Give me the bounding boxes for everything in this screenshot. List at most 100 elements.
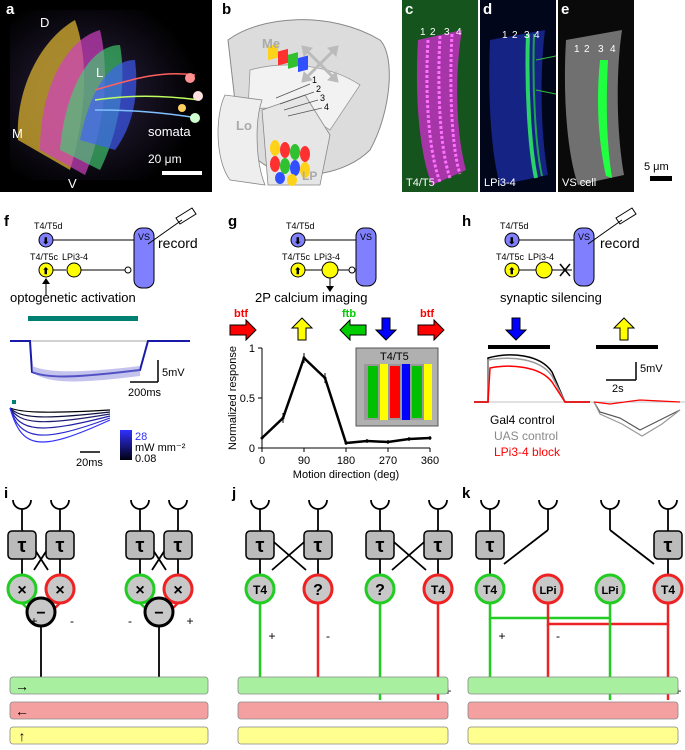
c-layer-4: 4 (456, 27, 462, 38)
opto-dose-traces (9, 407, 111, 443)
output-bar-i-0 (9, 676, 209, 695)
legend-lpi-block: LPi3-4 block (494, 445, 561, 459)
h-t4t5d-label: T4/T5d (500, 221, 529, 231)
c-layer-3: 3 (444, 27, 450, 38)
k-t4-node-label: T4 (483, 583, 497, 597)
photoreceptor-icon (428, 499, 448, 510)
sign-label: - (326, 629, 330, 643)
h-arrow-up-icon (612, 317, 636, 341)
output-bar-k-2 (467, 726, 679, 745)
output-bar-j-1 (237, 701, 449, 720)
scale-bar-e (650, 176, 672, 181)
tau-label: τ (56, 535, 65, 557)
lobula-label: Lo (236, 118, 252, 133)
sign-label: + (30, 614, 37, 628)
stimulus-direction-arrows: btf ftb btf (229, 308, 445, 342)
photoreceptor-icon (12, 499, 32, 510)
dorsal-label: D (40, 15, 49, 30)
panel-g-label: g (228, 213, 237, 230)
x-tick-label: 0 (259, 455, 265, 467)
svg-text:⬆: ⬆ (294, 266, 302, 276)
tau-label: τ (376, 535, 385, 557)
sign-label: - (128, 614, 132, 628)
mult-node-label: × (55, 582, 64, 599)
k-lpi-node-2-label: LPi (601, 585, 618, 597)
tau-label: τ (174, 535, 183, 557)
lpi-block-trace (474, 365, 590, 403)
data-point (365, 439, 369, 443)
k-lpi-node-label: LPi (539, 585, 556, 597)
x-axis-label: Motion direction (deg) (293, 469, 399, 481)
photoreceptor-icon (168, 499, 188, 510)
gal4-trace (474, 354, 590, 403)
arrow-left-icon (339, 318, 367, 342)
panel-h-label: h (462, 213, 471, 230)
btf-label-right: btf (420, 308, 434, 320)
h-method-label: synaptic silencing (500, 290, 602, 305)
lpi-stain (525, 33, 538, 179)
mult-node-label: × (17, 582, 26, 599)
unknown-node-label: ? (313, 582, 323, 599)
legend-gal4: Gal4 control (490, 413, 555, 427)
c-layer-1: 1 (420, 27, 426, 38)
vs-cell-stain (598, 60, 612, 178)
medial-label: M (12, 126, 23, 141)
sign-label: - (70, 614, 74, 628)
data-point (407, 437, 411, 441)
output-bar-i-1 (9, 701, 209, 720)
lobula-plate-columns (268, 43, 310, 186)
circuit-models: i j k ττττ××−××−+--+ττττT4??T4+--+ττT4LP… (4, 485, 684, 745)
lateral-label: L (96, 65, 103, 80)
dose-colorbar (120, 430, 132, 460)
output-bar-j-2 (237, 726, 449, 745)
layer-4-label: 4 (324, 102, 329, 112)
photoreceptor-icon (538, 499, 558, 510)
sign-label: + (498, 629, 505, 643)
panel-e-caption: VS cell (562, 177, 596, 189)
panel-d-caption: LPi3-4 (484, 177, 516, 189)
photoreceptor-icon (308, 499, 328, 510)
h-t4t5c-label: T4/T5c (496, 252, 525, 262)
photoreceptor-icon (50, 499, 70, 510)
t4-node-2-label: T4 (431, 583, 445, 597)
k-t4-node-2-label: T4 (661, 583, 675, 597)
output-bar-k-0 (467, 676, 679, 695)
x-tick-label: 270 (379, 455, 397, 467)
svg-text:⬇: ⬇ (42, 236, 50, 246)
photoreceptor-icon (130, 499, 150, 510)
lobula-plate-label: LP (302, 169, 317, 183)
stimulus-bar (28, 316, 138, 321)
y-axis-label: Normalized response (227, 346, 239, 450)
g-method-label: 2P calcium imaging (255, 290, 367, 305)
legend-uas: UAS control (494, 429, 558, 443)
h-scale-t: 2s (612, 383, 624, 395)
g-t4t5d-label: T4/T5d (286, 221, 315, 231)
panel-g: g ⬇ T4/T5d ⬆ T4/T5c LPi3-4 VS 2P calcium… (227, 213, 445, 481)
h-scale-v: 5mV (640, 363, 663, 375)
photoreceptor-icon (658, 499, 678, 510)
panel-f: f ⬇ T4/T5d ⬆ T4/T5c LPi3-4 VS record opt… (4, 207, 198, 469)
g-vs-label: VS (360, 232, 372, 242)
g-lpi-label: LPi3-4 (314, 252, 340, 262)
scale-e-label: 5 μm (644, 161, 669, 173)
inset-label: T4/T5 (380, 351, 409, 363)
layer-1-label: 1 (312, 75, 317, 85)
f-t4t5c-label: T4/T5c (30, 252, 59, 262)
e-layer-3: 3 (598, 44, 604, 55)
data-point (323, 376, 327, 380)
panel-c: c 1 2 3 4 T4/T5 (402, 0, 478, 192)
output-bar-j-0 (237, 676, 449, 695)
btf-label-left: btf (234, 308, 248, 320)
x-tick-label: 180 (337, 455, 355, 467)
f-vs-label: VS (138, 232, 150, 242)
data-point (281, 416, 285, 420)
unknown-node-2-label: ? (375, 582, 385, 599)
uas-trace (474, 357, 590, 403)
t4-node-label: T4 (253, 583, 267, 597)
somata-label: somata (148, 124, 191, 139)
f-scale-t: 200ms (128, 387, 162, 399)
data-point (344, 441, 348, 445)
panel-e: e 1 2 3 4 VS cell 5 μm (558, 0, 672, 192)
panel-b-label: b (222, 1, 231, 18)
tau-label: τ (18, 535, 27, 557)
